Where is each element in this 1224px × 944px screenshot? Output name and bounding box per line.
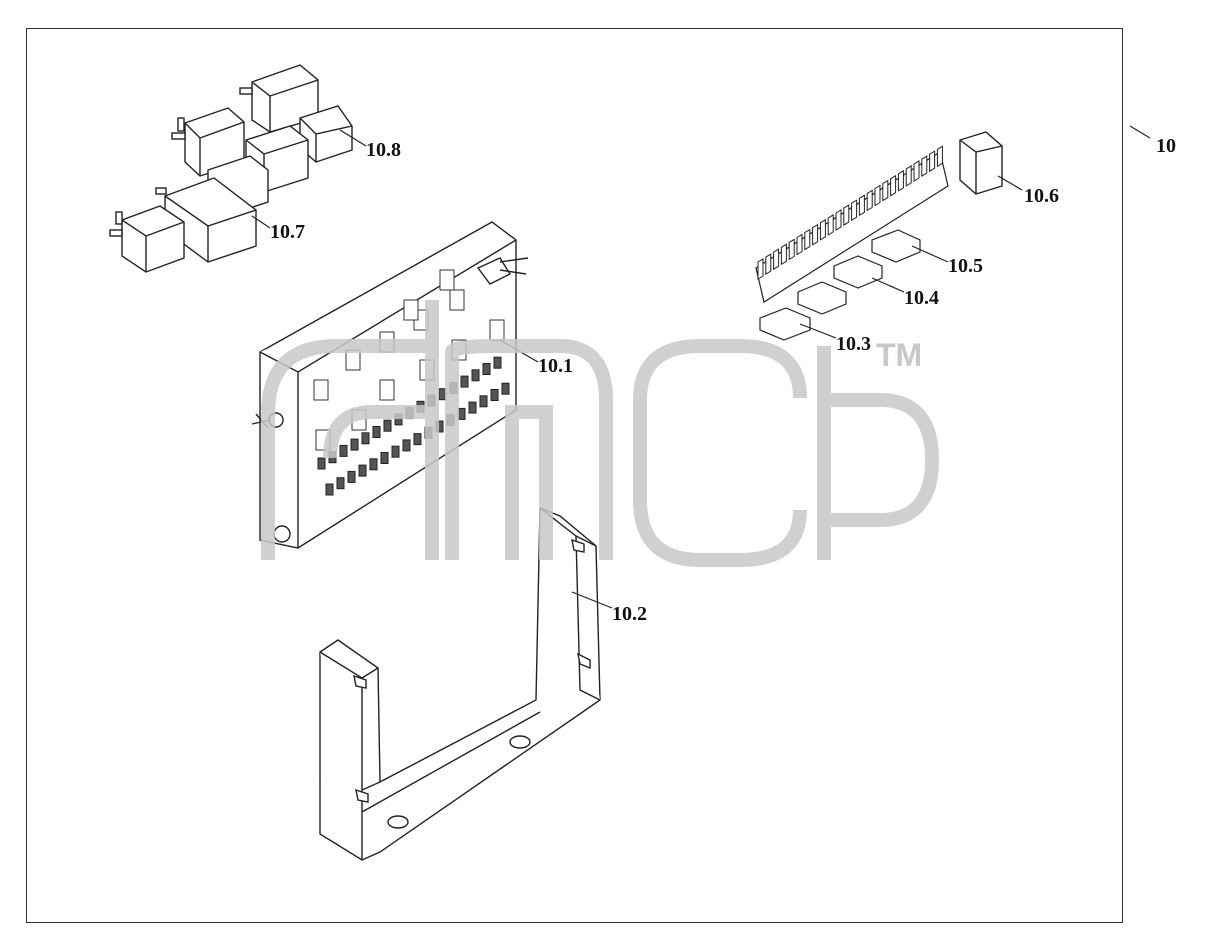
relay-small-top <box>239 64 319 133</box>
fuse-slot <box>383 419 392 432</box>
fuse-slot <box>471 369 480 382</box>
label-fuse-c: 10.5 <box>948 255 983 277</box>
fuse-slot <box>501 382 510 395</box>
mounting-bracket <box>319 506 601 861</box>
strip-tooth <box>843 204 850 226</box>
fuse-slot <box>457 407 466 420</box>
strip-tooth <box>835 209 842 231</box>
fuse-slot <box>369 458 378 471</box>
strip-tooth <box>788 238 795 261</box>
fuse-slot <box>490 389 499 401</box>
relay-small-right <box>299 105 353 163</box>
fuse-slot <box>438 388 447 401</box>
strip-tooth <box>882 179 889 202</box>
strip-tooth <box>804 228 811 251</box>
fuse-slot <box>391 445 400 458</box>
fuse-slot <box>468 401 477 414</box>
strip-tooth <box>851 199 858 222</box>
strip-tooth <box>780 243 787 266</box>
diagram-frame <box>26 28 1123 923</box>
label-assembly: 10 <box>1156 135 1176 157</box>
strip-tooth <box>874 184 881 207</box>
strip-tooth <box>905 165 912 187</box>
label-fuse-block: 10.1 <box>538 355 573 377</box>
fuse-slot <box>325 483 334 496</box>
relay-socket <box>379 379 395 401</box>
relay-large <box>155 177 257 263</box>
strip-tooth <box>819 218 826 241</box>
label-fuse-b: 10.4 <box>904 287 939 309</box>
fuse-slot <box>361 432 370 445</box>
fuse-slot <box>460 375 469 388</box>
strip-tooth <box>765 253 772 275</box>
fuse-slot <box>402 439 411 452</box>
relay-group <box>109 64 353 273</box>
fuse-block <box>251 221 529 549</box>
fuse-slot <box>350 438 359 451</box>
relay-socket <box>489 319 505 341</box>
relay-small-left <box>171 107 245 177</box>
label-fuse-a: 10.3 <box>836 333 871 355</box>
strip-tooth <box>796 233 803 256</box>
fuse-slot <box>479 395 488 408</box>
watermark-logo <box>261 300 940 567</box>
relay-socket <box>403 299 419 321</box>
relay-socket <box>313 379 329 401</box>
trademark-mark: TM <box>876 337 922 373</box>
strip-tooth <box>757 258 764 280</box>
label-bracket: 10.2 <box>612 603 647 625</box>
fuse-puller <box>959 131 1003 195</box>
strip-tooth <box>773 248 780 271</box>
strip-tooth <box>858 194 865 217</box>
fuse-slot <box>380 452 389 464</box>
relay-small-front <box>109 205 185 273</box>
strip-tooth <box>929 150 936 173</box>
label-relay-large: 10.7 <box>270 221 305 243</box>
fuse-slot <box>347 470 356 483</box>
fuse-slot <box>372 426 381 438</box>
fuse-slot <box>413 433 422 446</box>
strip-tooth <box>866 189 873 212</box>
fuse-strip <box>755 145 949 303</box>
relay-socket <box>439 269 455 291</box>
relay-socket <box>449 289 465 311</box>
strip-tooth <box>897 169 904 192</box>
strip-tooth <box>827 214 834 236</box>
loose-fuses <box>759 229 921 341</box>
fuse-slot <box>339 444 348 457</box>
strip-tooth <box>890 174 897 197</box>
fuse-slot <box>493 356 502 369</box>
fuse-slot <box>336 477 345 490</box>
fuse-slot <box>317 457 326 470</box>
strip-tooth <box>812 223 819 246</box>
strip-tooth <box>913 160 920 182</box>
strip-tooth <box>921 155 928 177</box>
label-relay-small: 10.8 <box>366 139 401 161</box>
fuse-slot <box>482 363 491 375</box>
fuse-slot <box>358 464 367 477</box>
label-puller: 10.6 <box>1024 185 1059 207</box>
strip-tooth <box>936 145 943 168</box>
